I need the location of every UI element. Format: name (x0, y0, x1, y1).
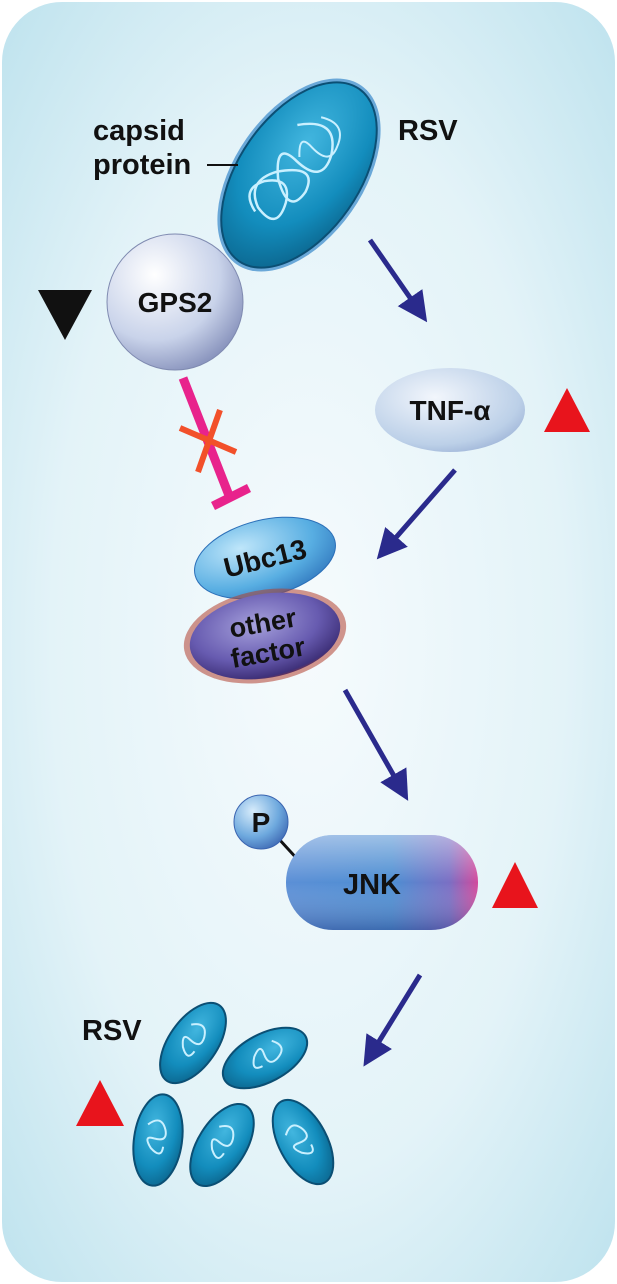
tnf-label: TNF-α (410, 395, 491, 426)
arrow-icon (363, 973, 423, 1067)
other-factor-node: other factor (183, 588, 347, 684)
arrow-icon (376, 468, 457, 560)
progeny-virion-1 (159, 1001, 227, 1085)
progeny-virion-3 (132, 1093, 184, 1187)
rsv-virion (217, 78, 381, 272)
jnk-node: JNK (286, 835, 478, 930)
gps2-label: GPS2 (138, 287, 213, 318)
inhibition-bar-cap (210, 483, 252, 511)
ubc13-node: Ubc13 (194, 516, 336, 600)
progeny-virion-2 (221, 1026, 309, 1090)
phospho-label: P (252, 807, 271, 838)
down-triangle-icon (38, 290, 92, 340)
block-x-icon (178, 408, 238, 474)
up-triangle-icon (76, 1080, 124, 1126)
rna-coil-icon (248, 122, 334, 221)
rsv-label-bottom: RSV (82, 1015, 142, 1047)
arrow-icon (367, 238, 428, 323)
gps2-node: GPS2 (106, 233, 244, 371)
phospho-node: P (233, 794, 289, 850)
arrow-icon (342, 688, 409, 801)
tnf-node: TNF-α (375, 368, 525, 452)
progeny-virion-4 (189, 1102, 255, 1188)
up-triangle-icon (492, 862, 538, 908)
jnk-label: JNK (343, 869, 401, 901)
progeny-virion-5 (271, 1098, 335, 1186)
rsv-label-top: RSV (398, 115, 458, 147)
capsid-label-line2: protein (93, 149, 191, 181)
up-triangle-icon (544, 388, 590, 432)
capsid-label-line1: capsid (93, 115, 185, 147)
